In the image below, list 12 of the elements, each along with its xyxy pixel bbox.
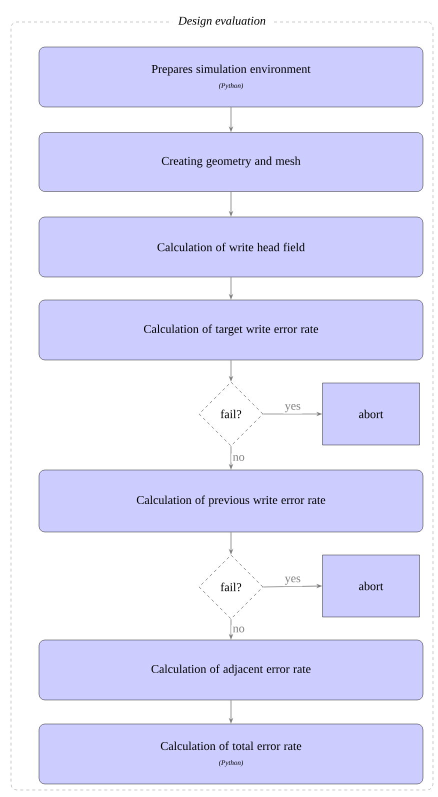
process-box: Calculation of target write error rate [38,300,424,360]
edge-label: no [231,454,246,462]
process-box: Creating geometry and mesh [38,132,424,192]
abort-box: abort [322,554,420,618]
process-box: Calculation of previous write error rate [38,470,424,532]
edge-label: yes [283,402,302,414]
edge-label: yes [283,575,302,586]
edge-label: no [231,625,246,634]
abort-box: abort [322,382,420,446]
process-box: Calculation of write head field [38,216,424,278]
process-box: Calculation of adjacent error rate [38,640,424,700]
frame-title: Design evaluation [172,13,272,31]
